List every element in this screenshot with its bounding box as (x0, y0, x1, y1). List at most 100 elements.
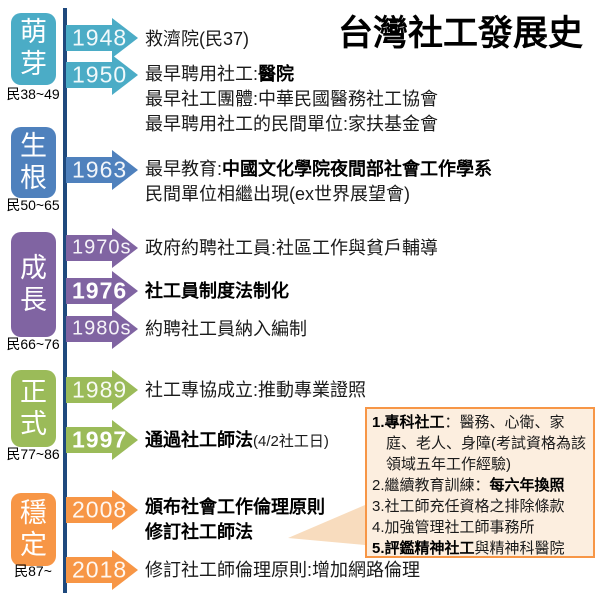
event-arrow-1989: 1989 (66, 370, 206, 410)
stage-era-label: 民50~65 (6, 197, 60, 213)
note-item: 3.社工師充任資格之排除條款 (372, 496, 588, 517)
event-text-1976: 社工員制度法制化 (145, 279, 597, 304)
text-segment: 約聘社工員納入編制 (145, 319, 307, 339)
stage-era-label: 民66~76 (6, 336, 60, 352)
stage-label-char: 芽 (20, 49, 47, 79)
timeline-axis (63, 8, 67, 593)
event-text-line: 最早聘用社工的民間單位:家扶基金會 (145, 112, 597, 137)
text-segment: 5.評鑑精神社工 (372, 540, 475, 557)
event-year: 1980s (72, 317, 132, 340)
event-text-1950: 最早聘用社工:醫院最早社工團體:中華民國醫務社工協會最早聘用社工的民間單位:家扶… (145, 62, 597, 137)
text-segment: 最早聘用社工的民間單位:家扶基金會 (145, 114, 438, 134)
page-title: 台灣社工發展史 (338, 14, 584, 53)
stage-label-char: 式 (20, 408, 47, 439)
text-segment: 1. (372, 414, 385, 431)
note-box: 1.專科社工：醫務、心衛、家庭、老人、身障(考試資格為該領域五年工作經驗)2.繼… (365, 407, 595, 558)
stage-box-formal: 正式 (11, 370, 56, 447)
arrow-body (66, 25, 112, 51)
text-segment: 修訂社工師倫理原則:增加網路倫理 (145, 560, 420, 580)
text-segment: 2.繼續教育訓練： (372, 477, 490, 494)
text-segment: 通過社工師法 (145, 430, 253, 450)
event-text-line: 政府約聘社工員:社區工作與貧戶輔導 (145, 236, 597, 261)
arrow-body (66, 497, 112, 523)
event-year: 2018 (72, 556, 128, 583)
event-text-1997: 通過社工師法(4/2社工日) (145, 428, 597, 454)
event-text-line: 約聘社工員納入編制 (145, 317, 597, 342)
event-arrow-1970s: 1970s (66, 228, 206, 268)
note-item: 5.評鑑精神社工與精神科醫院 (372, 538, 588, 559)
event-text-line: 修訂社工師法 (145, 520, 597, 545)
arrow-body (66, 62, 112, 88)
stage-era-label: 民38~49 (6, 86, 60, 102)
arrow-body (66, 557, 112, 583)
event-text-line: 修訂社工師倫理原則:增加網路倫理 (145, 558, 597, 583)
event-arrow-1997: 1997 (66, 420, 206, 460)
arrow-body (66, 316, 112, 342)
text-segment: 最早聘用社工: (145, 64, 259, 84)
event-year: 1950 (72, 61, 128, 88)
arrow-body (66, 157, 112, 183)
text-segment: 3.社工師充任資格之排除條款 (372, 498, 565, 515)
arrow-head (112, 309, 138, 349)
event-text-1989: 社工專協成立:推動專業證照 (145, 378, 597, 403)
stage-box-stable: 穩定 (11, 493, 56, 566)
event-year: 1963 (72, 156, 128, 183)
event-text-line: 最早社工團體:中華民國醫務社工協會 (145, 87, 597, 112)
event-year: 1970s (72, 236, 132, 259)
text-segment: 與精神科醫院 (474, 540, 565, 557)
text-segment: ：醫務、心衛、家庭、老人、身障(考試資格為該領域五年工作經驗) (386, 414, 586, 473)
text-segment: 最早教育: (145, 159, 223, 179)
event-text-1948: 救濟院(民37) (145, 27, 597, 52)
event-text-2008: 頒布社會工作倫理原則修訂社工師法 (145, 495, 597, 545)
event-text-line: 通過社工師法(4/2社工日) (145, 428, 597, 454)
event-year: 1948 (72, 24, 128, 51)
stage-label-char: 定 (20, 529, 47, 560)
text-segment: 4.加強管理社工師事務所 (372, 519, 535, 536)
text-segment: 最早社工團體:中華民國醫務社工協會 (145, 89, 438, 109)
event-arrow-2018: 2018 (66, 550, 206, 590)
event-arrow-2008: 2008 (66, 490, 206, 530)
text-segment: 每六年換照 (489, 477, 565, 494)
stage-label-char: 成 (20, 252, 47, 283)
stage-label-char: 萌 (20, 17, 47, 48)
arrow-head (112, 550, 138, 590)
event-year: 1989 (72, 376, 128, 403)
text-segment: 政府約聘社工員:社區工作與貧戶輔導 (145, 238, 438, 258)
event-arrow-1963: 1963 (66, 150, 206, 190)
event-text-1980s: 約聘社工員納入編制 (145, 317, 597, 342)
event-arrow-1980s: 1980s (66, 309, 206, 349)
text-segment: 修訂社工師法 (145, 522, 253, 542)
stage-label-char: 穩 (20, 497, 47, 528)
event-text-1970s: 政府約聘社工員:社區工作與貧戶輔導 (145, 236, 597, 261)
stage-label-char: 長 (20, 284, 47, 315)
event-text-line: 社工專協成立:推動專業證照 (145, 378, 597, 403)
stage-box-growth: 成長 (11, 232, 56, 337)
event-text-line: 最早教育:中國文化學院夜間部社會工作學系 (145, 157, 597, 182)
stage-label-char: 生 (20, 130, 47, 161)
arrow-head (112, 271, 138, 311)
arrow-body (66, 377, 112, 403)
event-text-2018: 修訂社工師倫理原則:增加網路倫理 (145, 558, 597, 583)
text-segment: 醫院 (258, 64, 295, 84)
note-item: 2.繼續教育訓練：每六年換照 (372, 475, 588, 496)
arrow-head (112, 490, 138, 530)
stage-label-char: 正 (20, 376, 47, 407)
arrow-body (66, 278, 112, 304)
stage-era-label: 民77~86 (6, 446, 60, 462)
arrow-head (112, 370, 138, 410)
arrow-head (112, 55, 138, 95)
event-arrow-1976: 1976 (66, 271, 206, 311)
event-year: 1976 (72, 277, 128, 304)
note-item: 1.專科社工：醫務、心衛、家庭、老人、身障(考試資格為該領域五年工作經驗) (372, 412, 588, 475)
event-year: 1997 (72, 426, 128, 453)
event-text-line: 救濟院(民37) (145, 27, 597, 52)
text-segment: 民間單位相繼出現(ex世界展望會) (145, 184, 410, 204)
text-segment: 社工員制度法制化 (145, 281, 289, 301)
event-arrow-1950: 1950 (66, 55, 206, 95)
text-segment: 中國文化學院夜間部社會工作學系 (222, 159, 493, 179)
event-text-line: 民間單位相繼出現(ex世界展望會) (145, 182, 597, 207)
text-segment: 頒布社會工作倫理原則 (145, 497, 325, 517)
event-text-line: 最早聘用社工:醫院 (145, 62, 597, 87)
arrow-head (112, 228, 138, 268)
